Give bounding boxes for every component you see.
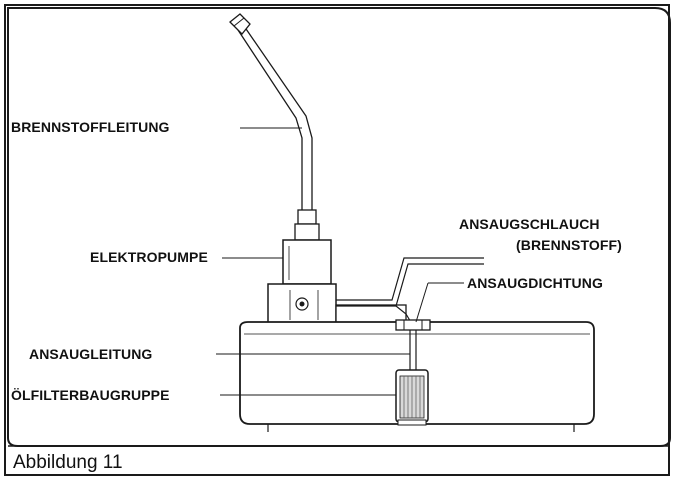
label-suction-hose: ANSAUGSCHLAUCH bbox=[459, 216, 600, 232]
leader-suction-seal-drop bbox=[415, 282, 429, 323]
electric-pump-body bbox=[267, 239, 337, 325]
label-oil-filter-assembly: ÖLFILTERBAUGRUPPE bbox=[11, 387, 170, 403]
label-electric-pump: ELEKTROPUMPE bbox=[90, 249, 208, 265]
label-fuel-line: BRENNSTOFFLEITUNG bbox=[11, 119, 170, 135]
oil-filter bbox=[395, 369, 429, 426]
label-suction-hose-fuel: (BRENNSTOFF) bbox=[516, 237, 622, 253]
suction-line-tube bbox=[409, 330, 417, 370]
pump-fitting bbox=[294, 209, 320, 241]
label-suction-seal: ANSAUGDICHTUNG bbox=[467, 275, 603, 291]
figure-caption: Abbildung 11 bbox=[13, 452, 123, 473]
inner-panel bbox=[7, 7, 671, 447]
suction-seal bbox=[395, 319, 431, 331]
leader-lines bbox=[216, 127, 484, 396]
fuel-line-tube bbox=[229, 13, 313, 210]
label-suction-line: ANSAUGLEITUNG bbox=[29, 346, 153, 362]
